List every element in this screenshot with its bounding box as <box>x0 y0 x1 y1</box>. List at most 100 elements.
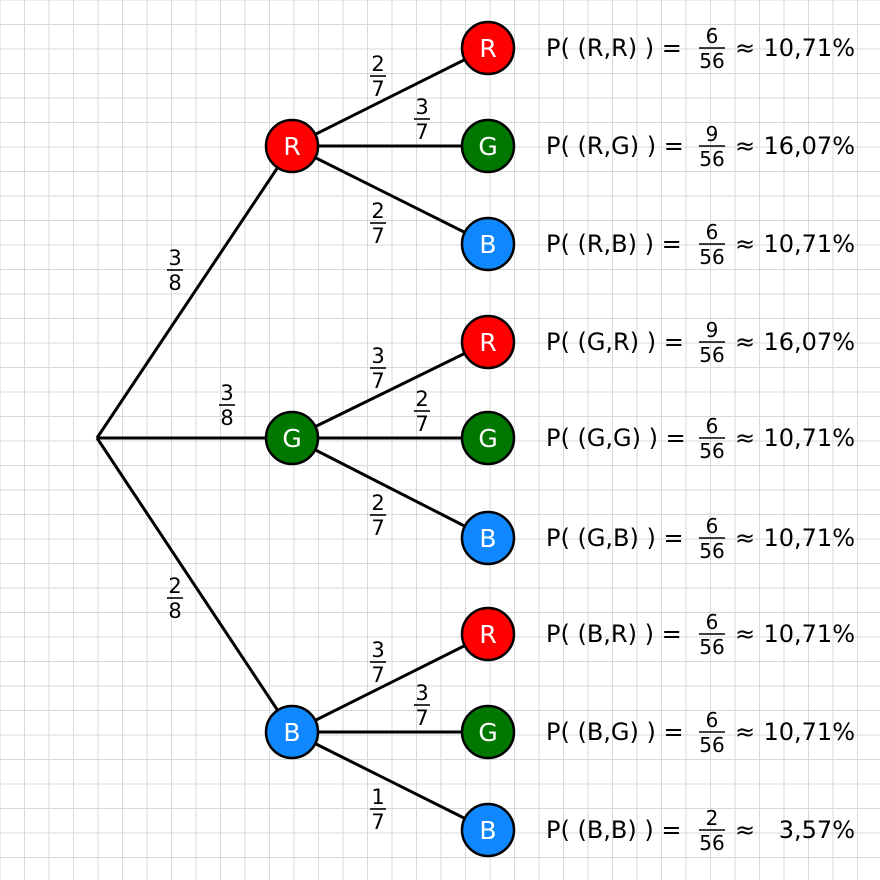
fraction-numerator: 1 <box>371 785 384 809</box>
fraction-denominator: 56 <box>699 245 724 269</box>
node-G: G <box>460 118 516 174</box>
node-G: G <box>460 410 516 466</box>
outcome-fraction: 656 <box>699 708 725 757</box>
node-label: G <box>478 132 497 161</box>
edge-label-level1: 28 <box>167 574 183 623</box>
node-label: B <box>479 524 496 553</box>
approx-sign: ≈ <box>735 328 755 356</box>
outcome-expression: P( (G,B) ) = <box>546 524 684 552</box>
edge-label-level2: 27 <box>370 491 386 540</box>
outcome-row: P( (R,R) ) = 656 ≈10,71% <box>546 24 855 73</box>
outcome-percent: 16,07% <box>763 328 855 356</box>
node-R: R <box>264 118 320 174</box>
tree-nodes: R G B R R G B G R G B B <box>264 20 516 858</box>
fraction-numerator: 3 <box>415 681 428 705</box>
node-circle <box>264 704 320 760</box>
outcome-percent: 10,71% <box>763 718 855 746</box>
fraction-numerator: 2 <box>415 387 428 411</box>
edge-label-level1: 38 <box>167 246 183 295</box>
outcome-row: P( (G,G) ) =656≈10,71% <box>546 414 855 463</box>
node-R: R <box>460 314 516 370</box>
edge-level2 <box>291 46 489 148</box>
fraction-denominator: 7 <box>371 369 384 393</box>
approx-sign: ≈ <box>735 718 755 746</box>
edge-level2 <box>291 436 489 540</box>
fraction-denominator: 56 <box>699 733 724 757</box>
outcome-row: P( (R,G) ) =956≈16,07% <box>546 122 855 171</box>
outcome-row: P( (B,B) ) =256≈3,57% <box>546 806 855 855</box>
outcome-fraction: 956 <box>699 122 725 171</box>
node-circle <box>460 704 516 760</box>
fraction-denominator: 7 <box>371 810 384 834</box>
node-label: R <box>479 620 496 649</box>
approx-sign: ≈ <box>735 34 755 62</box>
fraction-numerator: 2 <box>371 52 384 76</box>
fraction-denominator: 56 <box>699 343 724 367</box>
fraction-numerator: 6 <box>706 708 719 732</box>
outcome-fraction: 656 <box>699 24 725 73</box>
edge-level1 <box>95 145 294 439</box>
node-G: G <box>460 704 516 760</box>
fraction-numerator: 3 <box>415 95 428 119</box>
fraction-numerator: 3 <box>220 381 233 405</box>
node-B: B <box>460 216 516 272</box>
approx-sign: ≈ <box>735 524 755 552</box>
edge-label-level2: 37 <box>414 681 430 730</box>
outcome-row: P( (G,R) ) =956≈16,07% <box>546 318 855 367</box>
node-label: G <box>478 424 497 453</box>
outcome-expression: P( (R,R) ) = <box>546 34 682 62</box>
edge-label-level2: 27 <box>370 199 386 248</box>
node-label: G <box>478 718 497 747</box>
fraction-denominator: 8 <box>220 406 233 430</box>
outcome-fraction: 656 <box>699 220 725 269</box>
approx-sign: ≈ <box>735 132 755 160</box>
fraction-denominator: 56 <box>699 635 724 659</box>
edge-label-level1: 38 <box>219 381 235 430</box>
outcome-row: P( (B,R) ) =656≈10,71% <box>546 610 855 659</box>
node-circle <box>460 410 516 466</box>
fraction-numerator: 6 <box>706 24 719 48</box>
outcome-percent: 3,57% <box>779 816 855 844</box>
node-R: R <box>460 20 516 76</box>
fraction-denominator: 7 <box>415 706 428 730</box>
node-circle <box>460 606 516 662</box>
node-label: B <box>283 718 300 747</box>
fraction-numerator: 2 <box>168 574 181 598</box>
outcome-percent: 10,71% <box>763 34 855 62</box>
edge-label-level2: 37 <box>370 638 386 687</box>
edge-label-level2: 17 <box>370 785 386 834</box>
fraction-numerator: 2 <box>706 806 719 830</box>
edge-level2 <box>291 730 489 832</box>
node-label: B <box>479 230 496 259</box>
outcome-expression: P( (B,B) ) = <box>546 816 681 844</box>
outcome-fraction: 656 <box>699 414 725 463</box>
fraction-numerator: 3 <box>371 344 384 368</box>
outcome-fraction: 656 <box>699 610 725 659</box>
fraction-numerator: 9 <box>706 318 719 342</box>
node-G: G <box>264 410 320 466</box>
edge-level2 <box>291 144 489 246</box>
fraction-denominator: 8 <box>168 271 181 295</box>
node-B: B <box>264 704 320 760</box>
tree-edges <box>95 46 489 832</box>
edge-level1 <box>95 437 294 733</box>
fraction-denominator: 7 <box>415 120 428 144</box>
outcome-row: P( (G,B) ) =656≈10,71% <box>546 514 855 563</box>
node-circle <box>460 20 516 76</box>
node-label: B <box>479 816 496 845</box>
fraction-numerator: 3 <box>168 246 181 270</box>
fraction-denominator: 56 <box>699 147 724 171</box>
fraction-denominator: 7 <box>415 412 428 436</box>
edge-label-level2: 27 <box>414 387 430 436</box>
outcome-percent: 10,71% <box>763 230 855 258</box>
fraction-numerator: 9 <box>706 122 719 146</box>
fraction-denominator: 56 <box>699 439 724 463</box>
fraction-denominator: 7 <box>371 516 384 540</box>
fraction-numerator: 6 <box>706 220 719 244</box>
fraction-denominator: 7 <box>371 224 384 248</box>
node-circle <box>460 216 516 272</box>
fraction-denominator: 56 <box>699 539 724 563</box>
fraction-numerator: 3 <box>371 638 384 662</box>
edge-label-level2: 37 <box>370 344 386 393</box>
outcome-fraction: 256 <box>699 806 725 855</box>
